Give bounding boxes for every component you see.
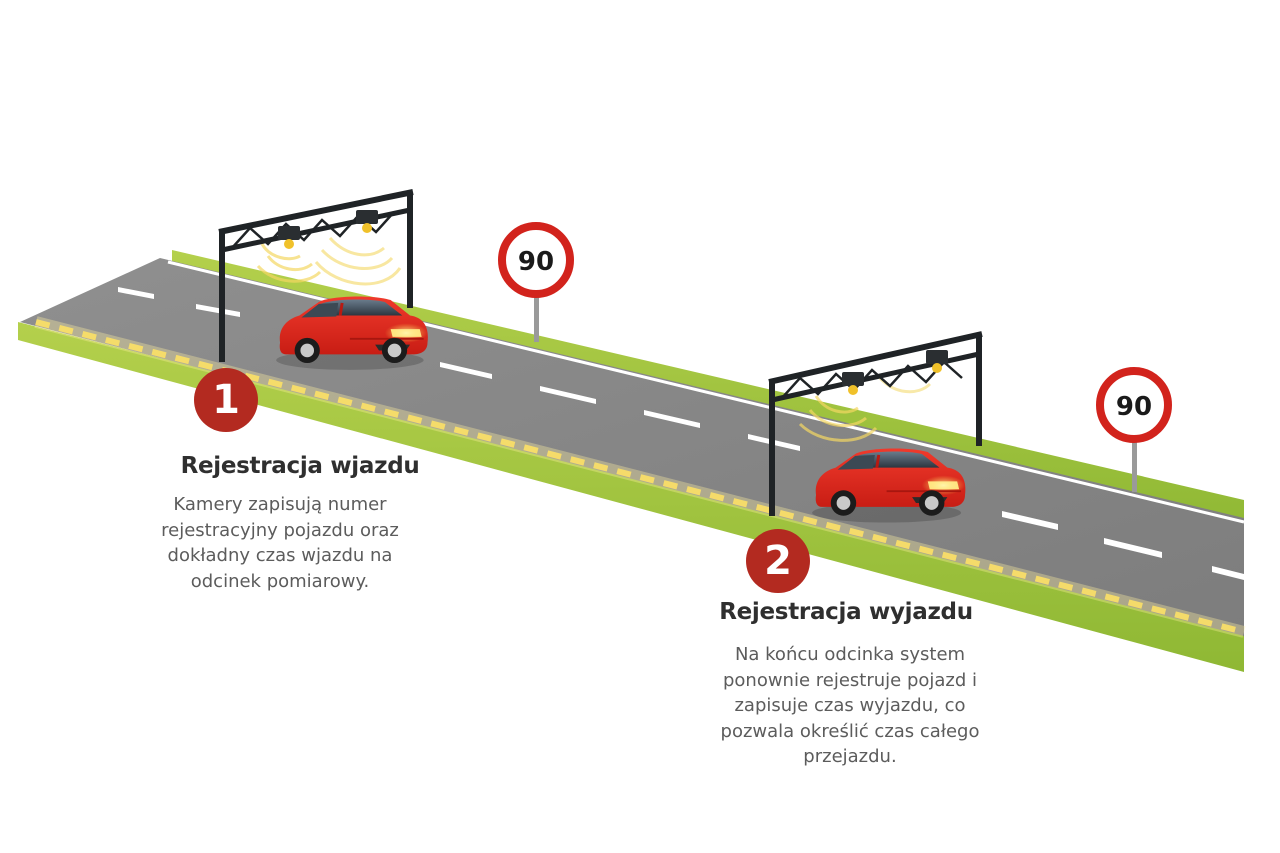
speed-limit-sign-1: 90 (498, 222, 574, 342)
step-1-description: Kamery zapisują numer rejestracyjny poja… (161, 494, 399, 592)
speed-limit-sign-2: 90 (1096, 367, 1172, 492)
step-1-badge: 1 (194, 368, 258, 432)
step-2-description: Na końcu odcinka system ponownie rejestr… (720, 644, 980, 767)
lane-markings (118, 287, 1244, 580)
step-2-badge: 2 (746, 529, 810, 593)
grass-near (18, 322, 1244, 672)
step-1-title: Rejestracja wjazdu (180, 453, 420, 479)
speed-limit-value-2: 90 (1116, 392, 1152, 422)
gantry-camera-entry (218, 189, 414, 362)
near-edge-line (35, 319, 1245, 635)
step-2-title: Rejestracja wyjazdu (719, 599, 973, 625)
speed-limit-value-1: 90 (518, 247, 554, 277)
gantry-camera-exit (768, 331, 983, 516)
